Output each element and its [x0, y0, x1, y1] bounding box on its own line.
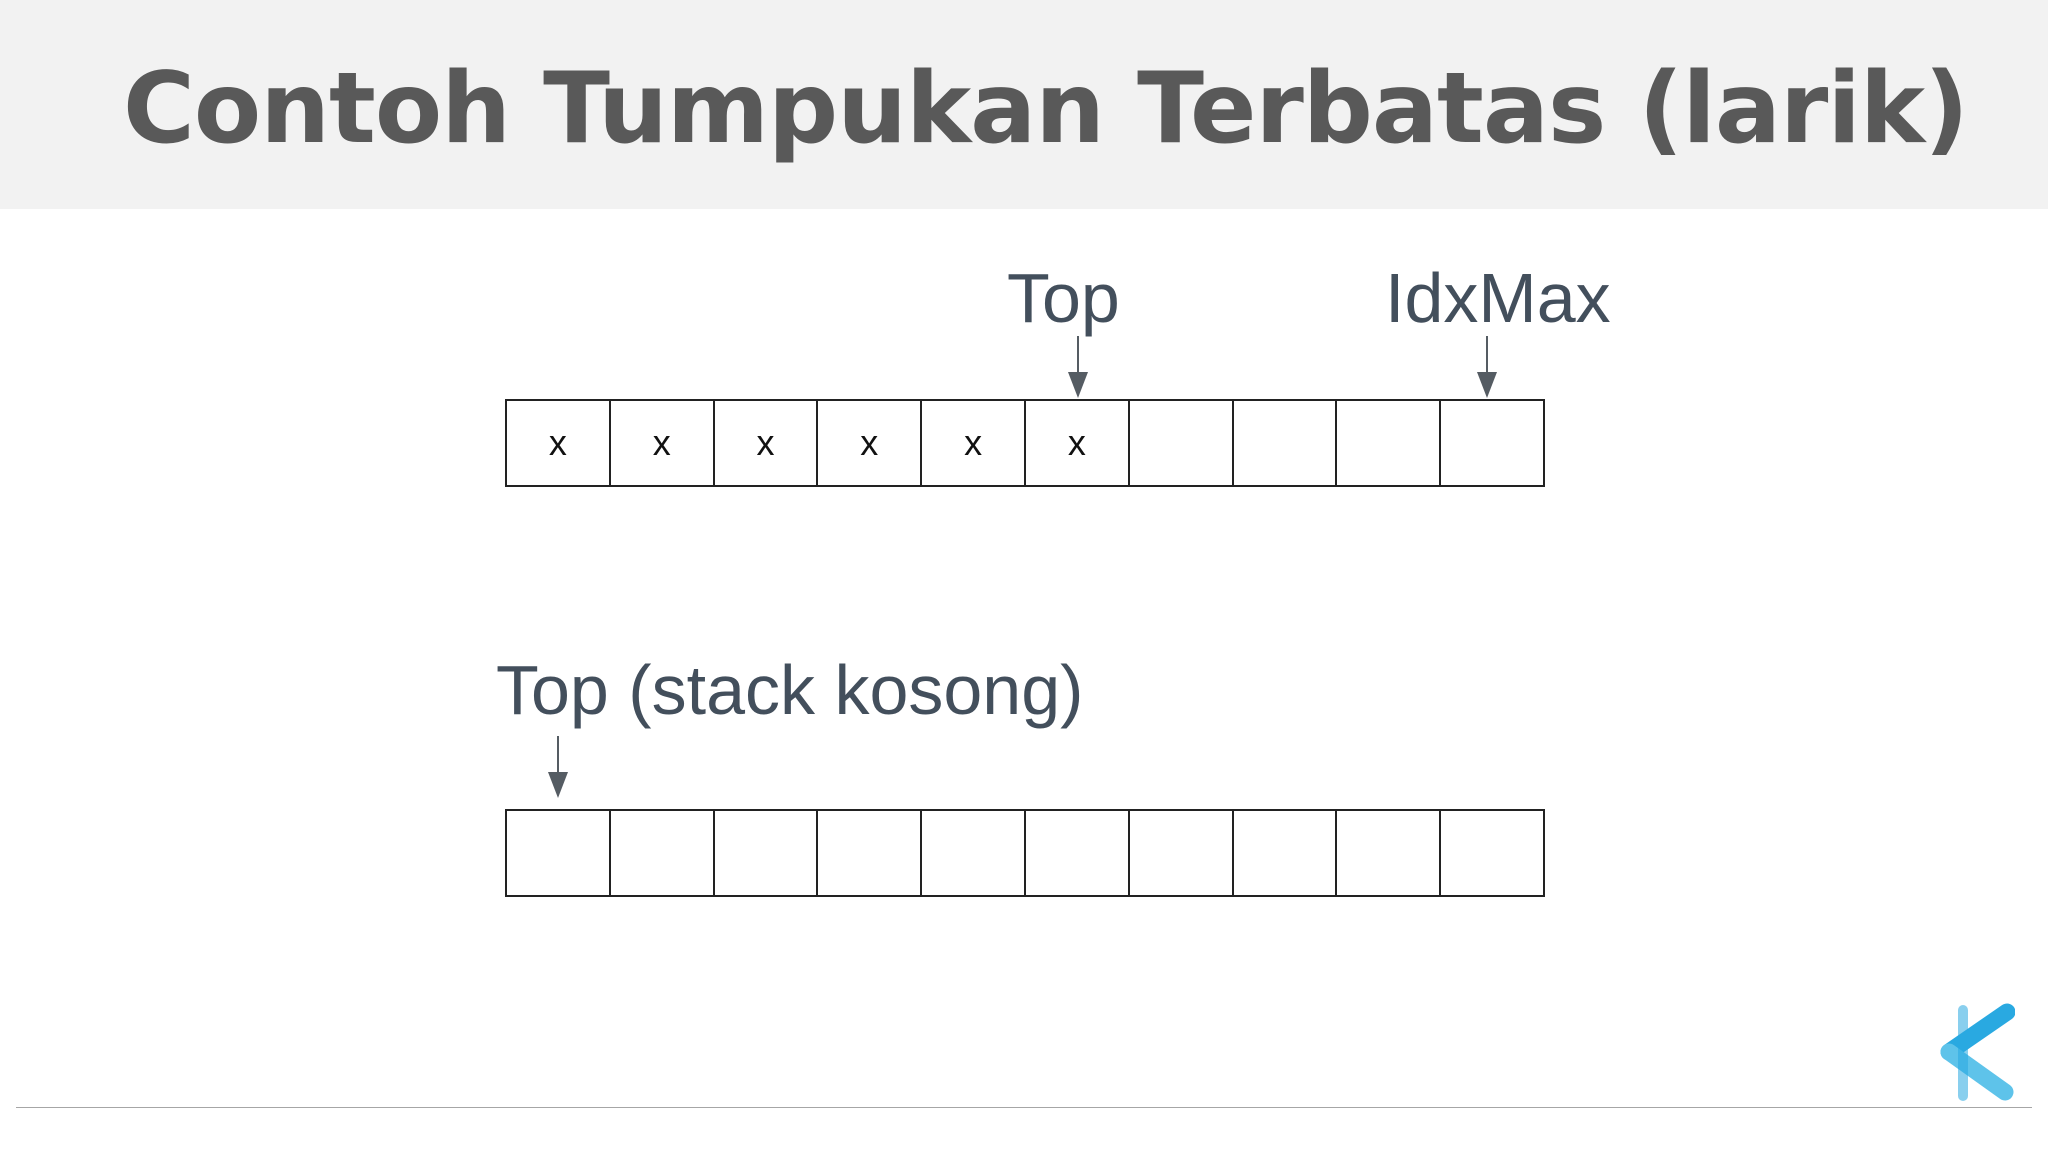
array-cell-3	[715, 811, 819, 895]
top-empty-pointer-arrow	[548, 736, 568, 798]
array-cell-5: x	[922, 401, 1026, 485]
footer-divider	[16, 1107, 2032, 1108]
slide-title: Contoh Tumpukan Terbatas (larik)	[123, 52, 1969, 166]
array-cell-10	[1441, 401, 1543, 485]
top-pointer-arrow	[1068, 336, 1088, 398]
top-empty-pointer-label: Top (stack kosong)	[496, 651, 1084, 729]
array-cell-7	[1130, 811, 1234, 895]
array-cell-6	[1026, 811, 1130, 895]
array-cell-3: x	[715, 401, 819, 485]
array-cell-1	[507, 811, 611, 895]
array-cell-1: x	[507, 401, 611, 485]
array-cell-9	[1337, 401, 1442, 485]
array-cell-4	[818, 811, 923, 895]
array-cell-6: x	[1026, 401, 1130, 485]
idxmax-pointer-arrow	[1477, 336, 1497, 398]
array-cell-2: x	[611, 401, 715, 485]
title-band: Contoh Tumpukan Terbatas (larik)	[0, 0, 2048, 209]
stack-array-empty	[505, 809, 1545, 897]
array-cell-9	[1337, 811, 1442, 895]
array-cell-7	[1130, 401, 1234, 485]
array-cell-4: x	[818, 401, 923, 485]
top-pointer-label: Top	[1007, 259, 1120, 337]
array-cell-2	[611, 811, 715, 895]
chevron-logo-icon	[1940, 1003, 2015, 1101]
array-cell-5	[922, 811, 1026, 895]
array-cell-10	[1441, 811, 1543, 895]
array-cell-8	[1234, 401, 1338, 485]
stack-array-full: x x x x x x	[505, 399, 1545, 487]
idxmax-pointer-label: IdxMax	[1385, 259, 1611, 337]
array-cell-8	[1234, 811, 1338, 895]
